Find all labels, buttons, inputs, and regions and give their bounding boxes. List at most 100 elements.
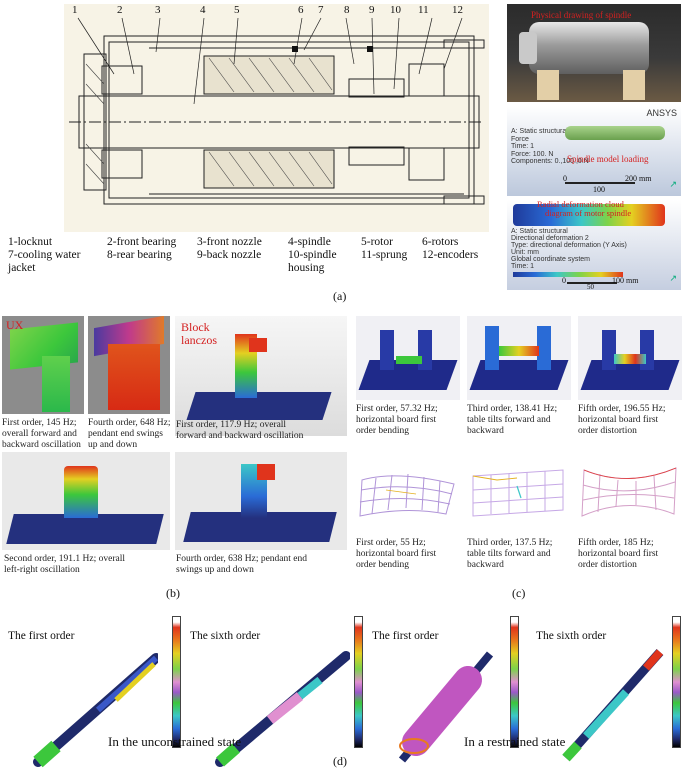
caption-line: up and down xyxy=(88,440,138,450)
caption-c3: Fifth order, 196.55 Hz; horizontal board… xyxy=(578,404,685,437)
caption-c6: Fifth order, 185 Hz; horizontal board fi… xyxy=(578,538,685,571)
table-mode-image-1 xyxy=(356,316,460,400)
fea-header-line: Components: 0.,100.,0.N xyxy=(511,158,589,165)
scale-label: 0 xyxy=(563,174,567,183)
spindle-cross-section-drawing xyxy=(64,4,489,232)
caption-line: forward and backward oscillation xyxy=(176,431,304,441)
panel-label-c: (c) xyxy=(512,586,526,600)
axis-triad-icon: ↗ xyxy=(669,274,677,284)
caption-c2: Third order, 138.41 Hz; table tilts forw… xyxy=(467,404,577,437)
caption-line: overall forward and xyxy=(2,429,77,439)
legend-item: 6-rotors xyxy=(422,236,459,248)
caption-line: First order, 57.32 Hz; xyxy=(356,404,438,414)
ux-mode-image-1: UX xyxy=(2,316,84,414)
caption-b4: Second order, 191.1 Hz; overall left-rig… xyxy=(4,554,172,576)
part-number-11: 11 xyxy=(418,4,429,16)
color-legend-r1 xyxy=(510,616,519,748)
caption-b1: First order, 145 Hz; overall forward and… xyxy=(2,418,92,451)
panel-label-b: (b) xyxy=(166,586,180,600)
part-number-4: 4 xyxy=(200,4,206,16)
fea-deformation-image: Radial deformation cloud diagram of moto… xyxy=(507,200,681,290)
fea-header-line: A: Static structural xyxy=(511,228,568,235)
part-number-12: 12 xyxy=(452,4,463,16)
part-number-3: 3 xyxy=(155,4,161,16)
order-label: The first order xyxy=(372,630,439,642)
caption-line: table tilts forward and xyxy=(467,415,551,425)
caption-line: left-right oscillation xyxy=(4,565,80,575)
caption-line: Third order, 137.5 Hz; xyxy=(467,538,553,548)
spindle-mode-r1 xyxy=(372,646,502,768)
ux-mode-image-2 xyxy=(88,316,170,414)
state-label-restrained: In a restrained state xyxy=(464,734,566,749)
fea-header-line: Global coordinate system xyxy=(511,256,590,263)
caption-c1: First order, 57.32 Hz; horizontal board … xyxy=(356,404,464,437)
caption-line: Fourth order, 648 Hz; xyxy=(88,418,171,428)
legend-col-3: 3-front nozzle 9-back nozzle xyxy=(197,236,287,262)
part-number-1: 1 xyxy=(72,4,78,16)
axis-triad-icon: ↗ xyxy=(669,180,677,190)
table-mode-image-3 xyxy=(578,316,682,400)
order-label: The sixth order xyxy=(536,630,607,642)
fea-header-line: Time: 1 xyxy=(511,143,535,150)
caption-b3: First order, 117.9 Hz; overall forward a… xyxy=(176,420,346,442)
color-legend-u2 xyxy=(354,616,363,748)
photo-label: Physical drawing of spindle xyxy=(531,10,632,20)
state-label-unconstrained: In the unconstrained state xyxy=(108,734,242,749)
legend-col-1: 1-locknut 7-cooling water jacket xyxy=(8,236,108,275)
legend-item: 8-rear bearing xyxy=(107,249,172,261)
part-number-7: 7 xyxy=(318,4,324,16)
figure-a: 1 2 3 4 5 6 7 8 9 10 11 12 1-locknut 7-c… xyxy=(0,0,685,305)
fea-loading-image: ANSYS A: Static structural Force Time: 1… xyxy=(507,106,681,196)
legend-item: 3-front nozzle xyxy=(197,236,262,248)
caption-line: horizontal board first xyxy=(578,415,659,425)
fea-header-line: A: Static structural xyxy=(511,128,568,135)
legend-item: 11-sprung xyxy=(361,249,408,261)
figure-b: UX First order, 145 Hz; overall forward … xyxy=(0,310,350,610)
order-label: The sixth order xyxy=(190,630,261,642)
scale-label: 200 mm xyxy=(625,174,652,183)
caption-line: order bending xyxy=(356,426,410,436)
caption-line: pendant end swings xyxy=(88,429,163,439)
color-legend-u1 xyxy=(172,616,181,748)
color-legend-bar xyxy=(513,272,623,277)
caption-line: horizontal board first xyxy=(356,415,437,425)
panel-label-a: (a) xyxy=(333,289,347,303)
caption-line: Second order, 191.1 Hz; overall xyxy=(4,554,125,564)
spindle-mode-u2 xyxy=(190,650,351,770)
spindle-mode-u1 xyxy=(8,650,161,770)
mode-image-fourth-order xyxy=(175,452,347,550)
caption-b2: Fourth order, 648 Hz; pendant end swings… xyxy=(88,418,178,451)
wireframe-image-2 xyxy=(467,450,571,534)
legend-item: 1-locknut xyxy=(8,236,53,248)
part-number-2: 2 xyxy=(117,4,123,16)
part-number-9: 9 xyxy=(369,4,375,16)
legend-item: 10-spindle xyxy=(288,249,337,261)
ux-label: UX xyxy=(6,318,24,332)
wireframe-image-3 xyxy=(578,450,682,534)
caption-line: Fifth order, 185 Hz; xyxy=(578,538,654,548)
caption-line: order distortion xyxy=(578,560,637,570)
caption-line: backward oscillation xyxy=(2,440,81,450)
block-label: Block xyxy=(181,320,210,334)
scale-label: 100 mm xyxy=(612,276,639,285)
part-number-8: 8 xyxy=(344,4,350,16)
legend-item: 12-encoders xyxy=(422,249,479,261)
legend-item: 5-rotor xyxy=(361,236,393,248)
legend-item: 7-cooling water xyxy=(8,249,81,261)
caption-line: horizontal board first xyxy=(356,549,437,559)
caption-b5: Fourth order, 638 Hz; pendant end swings… xyxy=(176,554,346,576)
spindle-photo: Physical drawing of spindle xyxy=(507,4,681,102)
fea-header-line: Force: 100. N xyxy=(511,150,554,158)
caption-c4: First order, 55 Hz; horizontal board fir… xyxy=(356,538,464,571)
fea-header-line: Unit: mm xyxy=(511,249,539,256)
fea-header-line: Type: directional deformation (Y Axis) xyxy=(511,242,627,249)
fea-callout: diagram of motor spindle xyxy=(545,208,632,218)
legend-item: housing xyxy=(288,262,325,274)
caption-line: horizontal board first xyxy=(578,549,659,559)
caption-c5: Third order, 137.5 Hz; table tilts forwa… xyxy=(467,538,577,571)
figure-d: The first order The sixth order The firs… xyxy=(0,610,685,768)
caption-line: backward xyxy=(467,426,504,436)
caption-line: order distortion xyxy=(578,426,637,436)
order-label: The first order xyxy=(8,630,75,642)
block-label: lanczos xyxy=(181,333,217,347)
